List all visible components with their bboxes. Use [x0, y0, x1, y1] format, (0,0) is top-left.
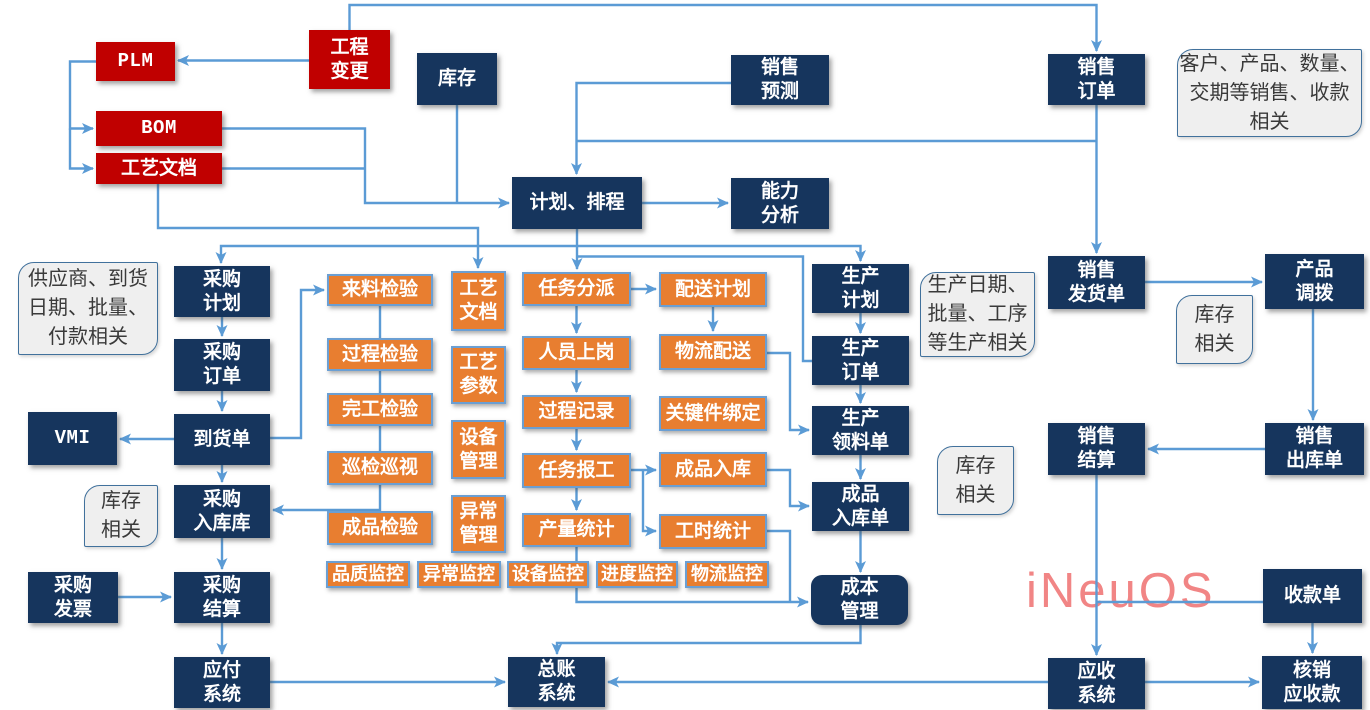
node-accounts-payable: 应付 系统: [174, 657, 270, 708]
node-note-production: 生产日期、 批量、工序 等生产相关: [920, 272, 1035, 357]
edge-forecast-to-planning: [571, 81, 731, 175]
node-abnormal-monitor: 异常监控: [417, 561, 501, 588]
node-equipment-monitor: 设备监控: [507, 561, 589, 588]
edge-fg-in-to-fg-inbound-note: [767, 468, 810, 512]
node-task-report: 任务报工: [522, 453, 631, 488]
node-inventory: 库存: [417, 53, 497, 105]
node-product-transfer: 产品 调拨: [1265, 254, 1364, 309]
node-task-dispatch: 任务分派: [522, 272, 631, 306]
node-output-stats: 产量统计: [522, 513, 631, 547]
node-progress-monitor: 进度监控: [596, 561, 678, 588]
node-general-ledger: 总账 系统: [508, 657, 605, 707]
node-note-supplier: 供应商、到货 日期、批量、 付款相关: [18, 262, 158, 355]
node-process-inspection: 过程检验: [327, 338, 433, 371]
edge-report-to-hours: [641, 470, 657, 537]
node-purchase-order: 采购 订单: [174, 339, 270, 391]
node-planning-scheduling: 计划、排程: [512, 177, 642, 229]
node-equipment-mgmt: 设备 管理: [451, 420, 506, 479]
node-purchase-invoice: 采购 发票: [28, 572, 118, 623]
node-sales-outbound-note: 销售 出库单: [1265, 423, 1364, 475]
node-sales-settlement: 销售 结算: [1048, 423, 1145, 475]
node-quality-monitor: 品质监控: [326, 561, 410, 588]
node-process-doc-mes: 工艺 文档: [451, 271, 506, 331]
edge-patrol-to-inbound: [272, 485, 382, 516]
node-purchase-plan: 采购 计划: [174, 266, 270, 317]
node-receipt-note: 收款单: [1263, 569, 1362, 623]
node-engineering-change: 工程 变更: [309, 30, 390, 89]
node-bom: BOM: [96, 111, 222, 146]
edge-planning-to-purchase-plan: [215, 244, 577, 264]
edge-hours-join: [767, 529, 792, 602]
edge-process-doc-to-mes-doc: [156, 184, 484, 269]
node-purchase-settlement: 采购 结算: [174, 572, 270, 623]
node-vmi: VMI: [28, 412, 117, 465]
node-note-inventory-right: 库存 相关: [1176, 295, 1253, 364]
node-production-plan: 生产 计划: [812, 264, 909, 313]
node-sales-delivery-note: 销售 发货单: [1048, 256, 1145, 309]
node-patrol-inspection: 巡检巡视: [327, 451, 433, 485]
node-work-hours-stats: 工时统计: [659, 514, 767, 549]
edge-planning-to-production-plan: [577, 244, 866, 262]
node-plm: PLM: [96, 42, 175, 81]
node-accounts-receivable: 应收 系统: [1048, 658, 1145, 709]
edge-plm-to-bom: [68, 60, 96, 134]
node-sales-order: 销售 订单: [1048, 54, 1145, 105]
node-cost-management: 成本 管理: [811, 575, 908, 625]
node-fg-inbound: 成品入库: [659, 452, 767, 487]
node-process-record: 过程记录: [522, 395, 631, 429]
node-writeoff-receivable: 核销 应收款: [1262, 656, 1362, 709]
node-capacity-analysis: 能力 分析: [731, 178, 829, 229]
edge-plm-to-process-doc: [68, 128, 94, 174]
node-delivery-plan: 配送计划: [659, 272, 767, 307]
node-process-params: 工艺 参数: [451, 346, 506, 404]
node-arrival-note: 到货单: [174, 414, 270, 465]
node-sales-forecast: 销售 预测: [731, 55, 829, 105]
node-purchase-inbound: 采购 入库库: [174, 485, 270, 538]
edge-cost-to-gl: [551, 625, 862, 655]
node-fg-inbound-note: 成品 入库单: [812, 482, 909, 531]
node-logistics-delivery: 物流配送: [659, 334, 767, 370]
node-key-part-binding: 关键件绑定: [659, 396, 767, 431]
node-production-order: 生产 订单: [812, 336, 909, 385]
node-completion-inspection: 完工检验: [327, 393, 433, 426]
edge-arrival-to-incoming-inspection: [270, 284, 325, 440]
node-fg-inspection: 成品检验: [327, 511, 433, 545]
node-process-doc-plm: 工艺文档: [96, 153, 222, 184]
edge-eco-to-sales-order: [348, 3, 1102, 52]
node-logistics-monitor: 物流监控: [685, 561, 769, 588]
edge-planning-to-production-order: [577, 255, 812, 363]
node-staff-onduty: 人员上岗: [522, 336, 631, 370]
node-incoming-inspection: 来料检验: [327, 274, 433, 306]
node-abnormal-mgmt: 异常 管理: [451, 495, 506, 553]
node-production-picking: 生产 领料单: [812, 406, 909, 455]
node-note-inventory-mid: 库存 相关: [937, 446, 1014, 515]
watermark-logo: iNeuOS: [1026, 564, 1216, 618]
node-note-inventory-left: 库存 相关: [84, 485, 158, 547]
node-note-customer: 客户、产品、数量、 交期等销售、收款 相关: [1177, 49, 1362, 137]
edge-bom-to-planning: [222, 127, 510, 209]
edge-logistics-to-picking: [767, 351, 810, 436]
